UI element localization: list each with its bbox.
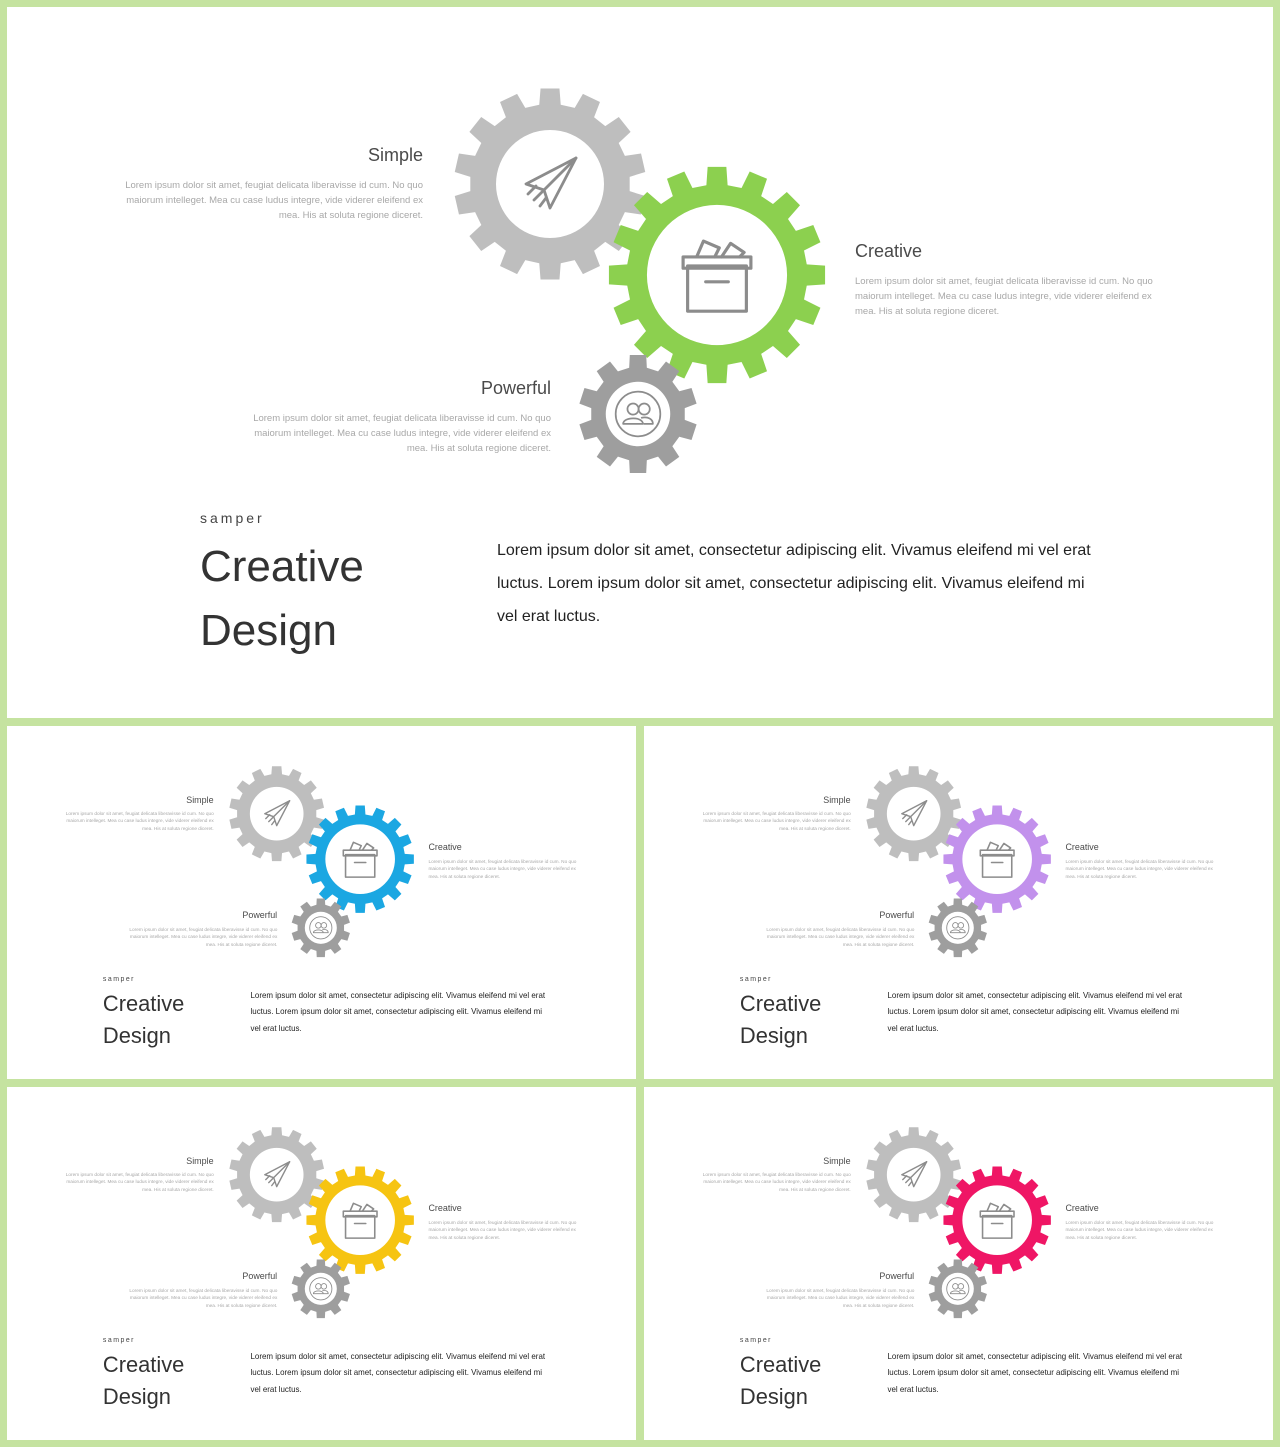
users-icon bbox=[946, 916, 970, 940]
creative-title: Creative bbox=[428, 842, 462, 853]
simple-gear bbox=[229, 1127, 325, 1223]
heading-line-1: Creative bbox=[739, 991, 822, 1017]
paper-plane-icon bbox=[524, 156, 578, 210]
archive-box-icon bbox=[681, 239, 753, 313]
kicker-label: samper bbox=[102, 1336, 135, 1344]
creative-title: Creative bbox=[855, 241, 923, 261]
powerful-title: Powerful bbox=[242, 910, 278, 921]
powerful-desc: Lorem ipsum dolor sit amet, feugiat deli… bbox=[253, 413, 551, 454]
archive-box-icon bbox=[342, 841, 378, 878]
powerful-gear bbox=[928, 898, 987, 958]
body-paragraph: Lorem ipsum dolor sit amet, consectetur … bbox=[250, 990, 546, 1033]
powerful-gear bbox=[928, 1259, 987, 1319]
heading-line-2: Design bbox=[102, 1384, 171, 1410]
powerful-title: Powerful bbox=[480, 378, 551, 398]
powerful-gear bbox=[579, 355, 697, 473]
simple-desc: Lorem ipsum dolor sit amet, feugiat deli… bbox=[702, 811, 851, 832]
creative-gear bbox=[306, 1166, 414, 1274]
paper-plane-icon bbox=[901, 800, 928, 827]
simple-title: Simple bbox=[186, 1155, 214, 1166]
creative-gear bbox=[306, 805, 414, 913]
users-icon bbox=[946, 1277, 970, 1301]
users-icon bbox=[614, 390, 662, 438]
archive-box-icon bbox=[342, 1202, 378, 1239]
powerful-gear bbox=[291, 1259, 350, 1319]
heading-line-1: Creative bbox=[102, 991, 185, 1017]
creative-desc: Lorem ipsum dolor sit amet, feugiat deli… bbox=[428, 859, 577, 880]
paper-plane-icon bbox=[264, 1161, 291, 1188]
creative-desc: Lorem ipsum dolor sit amet, feugiat deli… bbox=[1065, 859, 1214, 880]
paper-plane-icon bbox=[901, 1161, 928, 1188]
heading-line-2: Design bbox=[102, 1023, 171, 1049]
simple-desc: Lorem ipsum dolor sit amet, feugiat deli… bbox=[702, 1172, 851, 1193]
creative-title: Creative bbox=[1065, 1203, 1099, 1214]
body-paragraph: Lorem ipsum dolor sit amet, consectetur … bbox=[250, 1351, 546, 1394]
creative-gear bbox=[943, 1166, 1051, 1274]
simple-title: Simple bbox=[186, 794, 214, 805]
heading-line-2: Design bbox=[739, 1384, 808, 1410]
kicker-label: samper bbox=[739, 975, 772, 983]
heading-line-1: Creative bbox=[200, 542, 364, 591]
simple-gear bbox=[866, 1127, 962, 1223]
powerful-desc: Lorem ipsum dolor sit amet, feugiat deli… bbox=[129, 927, 278, 948]
simple-desc: Lorem ipsum dolor sit amet, feugiat deli… bbox=[65, 811, 214, 832]
creative-desc: Lorem ipsum dolor sit amet, feugiat deli… bbox=[855, 276, 1153, 317]
kicker-label: samper bbox=[102, 975, 135, 983]
creative-desc: Lorem ipsum dolor sit amet, feugiat deli… bbox=[1065, 1220, 1214, 1241]
simple-gear bbox=[866, 766, 962, 862]
kicker-label: samper bbox=[739, 1336, 772, 1344]
creative-gear bbox=[943, 805, 1051, 913]
body-paragraph: Lorem ipsum dolor sit amet, consectetur … bbox=[887, 1351, 1183, 1394]
powerful-desc: Lorem ipsum dolor sit amet, feugiat deli… bbox=[129, 1288, 278, 1309]
powerful-gear bbox=[291, 898, 350, 958]
archive-box-icon bbox=[979, 1202, 1015, 1239]
creative-title: Creative bbox=[1065, 842, 1099, 853]
simple-desc: Lorem ipsum dolor sit amet, feugiat deli… bbox=[65, 1172, 214, 1193]
kicker-label: samper bbox=[200, 510, 265, 526]
creative-gear bbox=[608, 166, 826, 384]
users-icon bbox=[309, 916, 333, 940]
users-icon bbox=[309, 1277, 333, 1301]
powerful-title: Powerful bbox=[242, 1271, 278, 1282]
simple-gear bbox=[229, 766, 325, 862]
simple-title: Simple bbox=[823, 794, 851, 805]
simple-desc: Lorem ipsum dolor sit amet, feugiat deli… bbox=[125, 180, 423, 221]
simple-title: Simple bbox=[367, 145, 423, 165]
simple-gear bbox=[454, 88, 646, 280]
body-paragraph: Lorem ipsum dolor sit amet, consectetur … bbox=[497, 542, 1091, 625]
heading-line-1: Creative bbox=[739, 1352, 822, 1378]
heading-line-1: Creative bbox=[102, 1352, 185, 1378]
body-paragraph: Lorem ipsum dolor sit amet, consectetur … bbox=[887, 990, 1183, 1033]
creative-title: Creative bbox=[428, 1203, 462, 1214]
powerful-title: Powerful bbox=[879, 910, 915, 921]
powerful-desc: Lorem ipsum dolor sit amet, feugiat deli… bbox=[766, 927, 915, 948]
powerful-title: Powerful bbox=[879, 1271, 915, 1282]
heading-line-2: Design bbox=[739, 1023, 808, 1049]
heading-line-2: Design bbox=[200, 606, 337, 655]
archive-box-icon bbox=[979, 841, 1015, 878]
powerful-desc: Lorem ipsum dolor sit amet, feugiat deli… bbox=[766, 1288, 915, 1309]
creative-desc: Lorem ipsum dolor sit amet, feugiat deli… bbox=[428, 1220, 577, 1241]
simple-title: Simple bbox=[823, 1155, 851, 1166]
paper-plane-icon bbox=[264, 800, 291, 827]
